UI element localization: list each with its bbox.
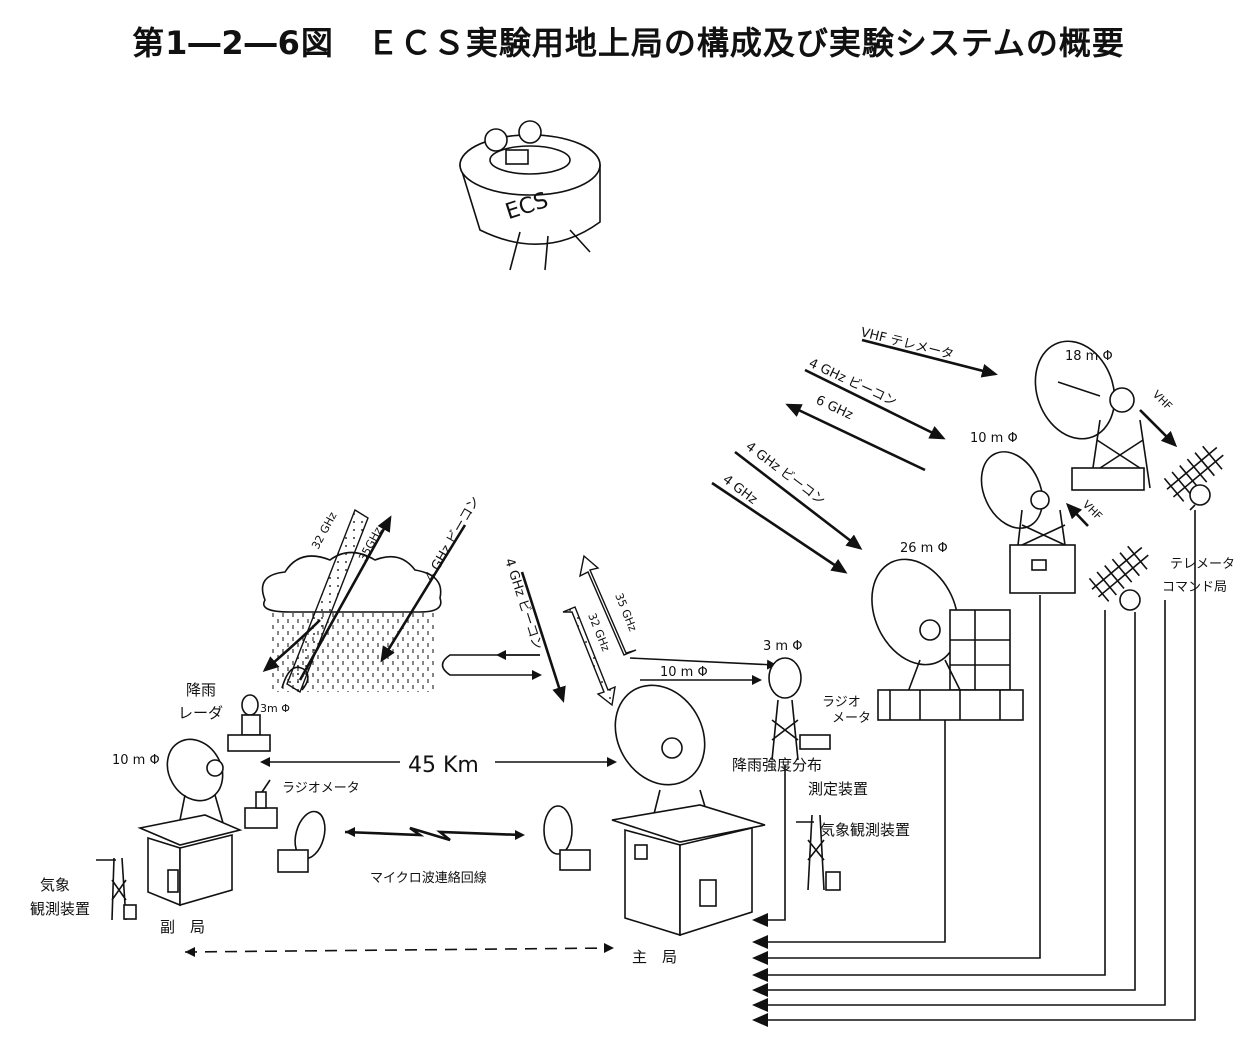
dish-26m-label: 26 m Φ bbox=[900, 541, 948, 556]
dish-3m-icon bbox=[768, 657, 802, 699]
radiometer-right-label-1: ラジオ bbox=[822, 695, 861, 710]
main-relay-dish bbox=[543, 805, 591, 871]
weather-station-left: 気象 観測装置 bbox=[30, 857, 137, 921]
dish-18m-icon bbox=[1034, 340, 1116, 440]
dish-10m-left-label: 10 m Φ bbox=[112, 753, 160, 768]
uplink-downlink-arrows: VHF テレメータ 4 GHz ビーコン 6 GHz 4 GHz ビーコン 4 … bbox=[711, 325, 998, 574]
satellite-antenna-icon bbox=[518, 120, 542, 144]
beacon-4ghz-left-label: 4 GHz ビーコン bbox=[422, 494, 483, 584]
dish-18m-label: 18 m Φ bbox=[1065, 349, 1113, 364]
sub-station-label: 副 局 bbox=[160, 918, 205, 936]
satellite-antenna-icon bbox=[484, 128, 508, 152]
yagi-antenna-icon bbox=[1088, 545, 1149, 602]
distance-label: 45 Km bbox=[408, 753, 479, 778]
dish-10m-right-label: 10 m Φ bbox=[970, 431, 1018, 446]
station-names: 副 局 主 局 bbox=[160, 918, 677, 966]
beacon-32ghz-label: 32 GHz bbox=[309, 510, 339, 552]
dish-26m-station: 26 m Φ ラジオ メータ bbox=[822, 541, 1024, 726]
weather-station-right: 気象観測装置 bbox=[796, 814, 910, 891]
radiometer-left-label: ラジオメータ bbox=[282, 781, 360, 796]
uplink-35ghz-label: 35 GHz bbox=[612, 591, 639, 633]
dish-3m-label: 3 m Φ bbox=[763, 639, 802, 654]
sub-relay-dish bbox=[277, 810, 326, 873]
radiometer-right-label-2: メータ bbox=[832, 711, 871, 726]
ecs-satellite: ECS bbox=[459, 120, 601, 271]
main-station-label: 主 局 bbox=[632, 948, 677, 966]
relay-dish-icon bbox=[543, 805, 573, 855]
sub-dish-icon bbox=[166, 738, 224, 802]
vhf-label-a: VHF bbox=[1150, 388, 1175, 413]
weather-right-label: 気象観測装置 bbox=[820, 821, 910, 839]
radar-size-label: 3m Φ bbox=[260, 702, 290, 715]
radar-antenna-icon bbox=[241, 694, 259, 716]
sub-station: 10 m Φ bbox=[112, 738, 243, 907]
rain-radar: 降雨 レーダ 3m Φ bbox=[178, 681, 290, 752]
page-title: 第1―2―6図 ＥＣＳ実験用地上局の構成及び実験システムの概要 bbox=[132, 24, 1125, 62]
microwave-link: マイクロ波連絡回線 bbox=[344, 826, 525, 886]
dish-3m-station: 3 m Φ 降雨強度分布 測定装置 bbox=[732, 639, 868, 798]
dish-18m-station: 18 m Φ bbox=[1034, 340, 1151, 491]
center-beams: 4 GHz ビーコン 35 GHz 32 GHz 10 m Φ bbox=[441, 554, 777, 707]
weather-left-label-1: 気象 bbox=[40, 876, 70, 894]
distance-indicator: 45 Km bbox=[260, 753, 617, 778]
yagi-antenna-icon bbox=[1163, 445, 1224, 502]
data-lines bbox=[752, 510, 1196, 1027]
link-10m-label: 10 m Φ bbox=[660, 665, 708, 680]
radiometer-left: ラジオメータ bbox=[244, 779, 360, 829]
main-station bbox=[611, 684, 766, 937]
dish-10m-right-station: 10 m Φ bbox=[970, 431, 1076, 594]
main-dish-icon bbox=[614, 684, 706, 786]
microwave-link-label: マイクロ波連絡回線 bbox=[370, 870, 487, 886]
telemetry-station-label-1: テレメータ bbox=[1170, 557, 1235, 572]
rain-distribution-label-2: 測定装置 bbox=[808, 780, 868, 798]
radar-label-1: 降雨 bbox=[186, 681, 216, 699]
rain-cloud bbox=[261, 551, 442, 692]
beacon-4ghz-center-label: 4 GHz ビーコン bbox=[501, 557, 545, 652]
weather-left-label-2: 観測装置 bbox=[30, 900, 90, 918]
dish-10m-icon bbox=[980, 451, 1044, 529]
radar-label-2: レーダ bbox=[178, 704, 223, 722]
rain-distribution-label-1: 降雨強度分布 bbox=[732, 756, 822, 774]
vhf-label-b: VHF bbox=[1080, 498, 1105, 523]
